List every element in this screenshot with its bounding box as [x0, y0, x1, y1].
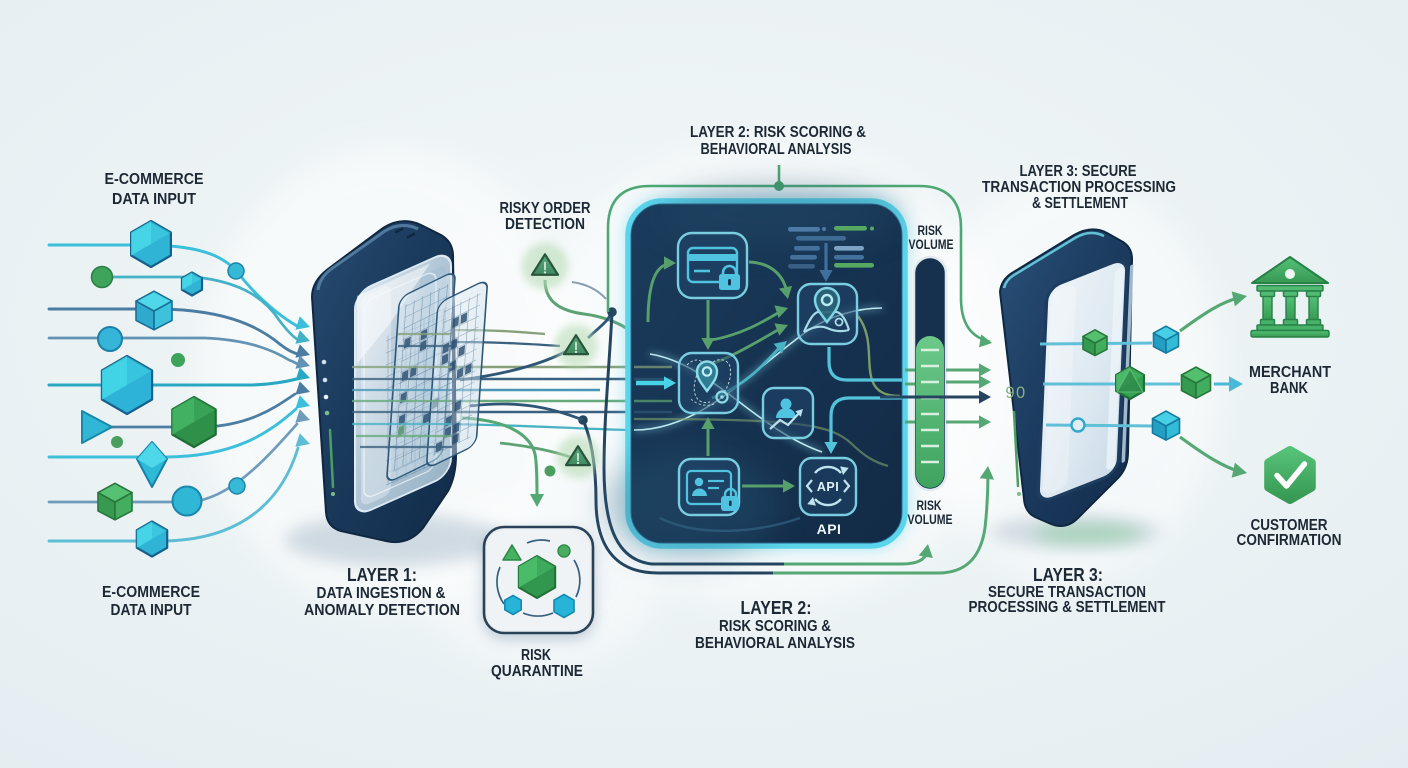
- svg-text:VOLUME: VOLUME: [908, 512, 953, 527]
- svg-text:E-COMMERCE: E-COMMERCE: [105, 171, 204, 188]
- svg-text:RISK SCORING &: RISK SCORING &: [719, 618, 831, 635]
- svg-text:QUARANTINE: QUARANTINE: [491, 663, 583, 680]
- svg-text:TRANSACTION PROCESSING: TRANSACTION PROCESSING: [982, 179, 1176, 196]
- svg-text:DATA INPUT: DATA INPUT: [111, 602, 192, 619]
- svg-text:LAYER 3:: LAYER 3:: [1033, 564, 1103, 585]
- svg-text:RISK: RISK: [917, 498, 942, 513]
- svg-text:BEHAVIORAL ANALYSIS: BEHAVIORAL ANALYSIS: [695, 635, 855, 652]
- svg-text:CONFIRMATION: CONFIRMATION: [1237, 532, 1342, 549]
- svg-text:RISKY ORDER: RISKY ORDER: [500, 200, 591, 217]
- svg-text:DETECTION: DETECTION: [505, 216, 585, 233]
- svg-text:DATA INGESTION &: DATA INGESTION &: [317, 585, 446, 602]
- svg-text:& SETTLEMENT: & SETTLEMENT: [1032, 195, 1128, 212]
- svg-text:BEHAVIORAL ANALYSIS: BEHAVIORAL ANALYSIS: [701, 141, 852, 158]
- svg-text:MERCHANT: MERCHANT: [1249, 364, 1331, 381]
- svg-text:PROCESSING & SETTLEMENT: PROCESSING & SETTLEMENT: [969, 599, 1166, 616]
- svg-text:DATA INPUT: DATA INPUT: [112, 191, 196, 208]
- svg-text:LAYER 2: RISK SCORING &: LAYER 2: RISK SCORING &: [690, 124, 866, 141]
- svg-text:API: API: [817, 521, 842, 537]
- svg-text:SECURE TRANSACTION: SECURE TRANSACTION: [988, 584, 1146, 601]
- svg-text:API: API: [817, 480, 839, 494]
- svg-text:ANOMALY DETECTION: ANOMALY DETECTION: [304, 602, 460, 619]
- svg-text:VOLUME: VOLUME: [909, 237, 954, 252]
- svg-text:90: 90: [1005, 384, 1026, 402]
- svg-text:LAYER 2:: LAYER 2:: [741, 597, 812, 618]
- svg-text:RISK: RISK: [918, 223, 943, 238]
- svg-text:E-COMMERCE: E-COMMERCE: [102, 584, 200, 601]
- svg-text:BANK: BANK: [1270, 380, 1308, 397]
- svg-text:LAYER 1:: LAYER 1:: [347, 564, 417, 585]
- svg-text:RISK: RISK: [521, 647, 551, 664]
- svg-text:CUSTOMER: CUSTOMER: [1251, 517, 1328, 534]
- svg-text:LAYER 3: SECURE: LAYER 3: SECURE: [1020, 163, 1137, 180]
